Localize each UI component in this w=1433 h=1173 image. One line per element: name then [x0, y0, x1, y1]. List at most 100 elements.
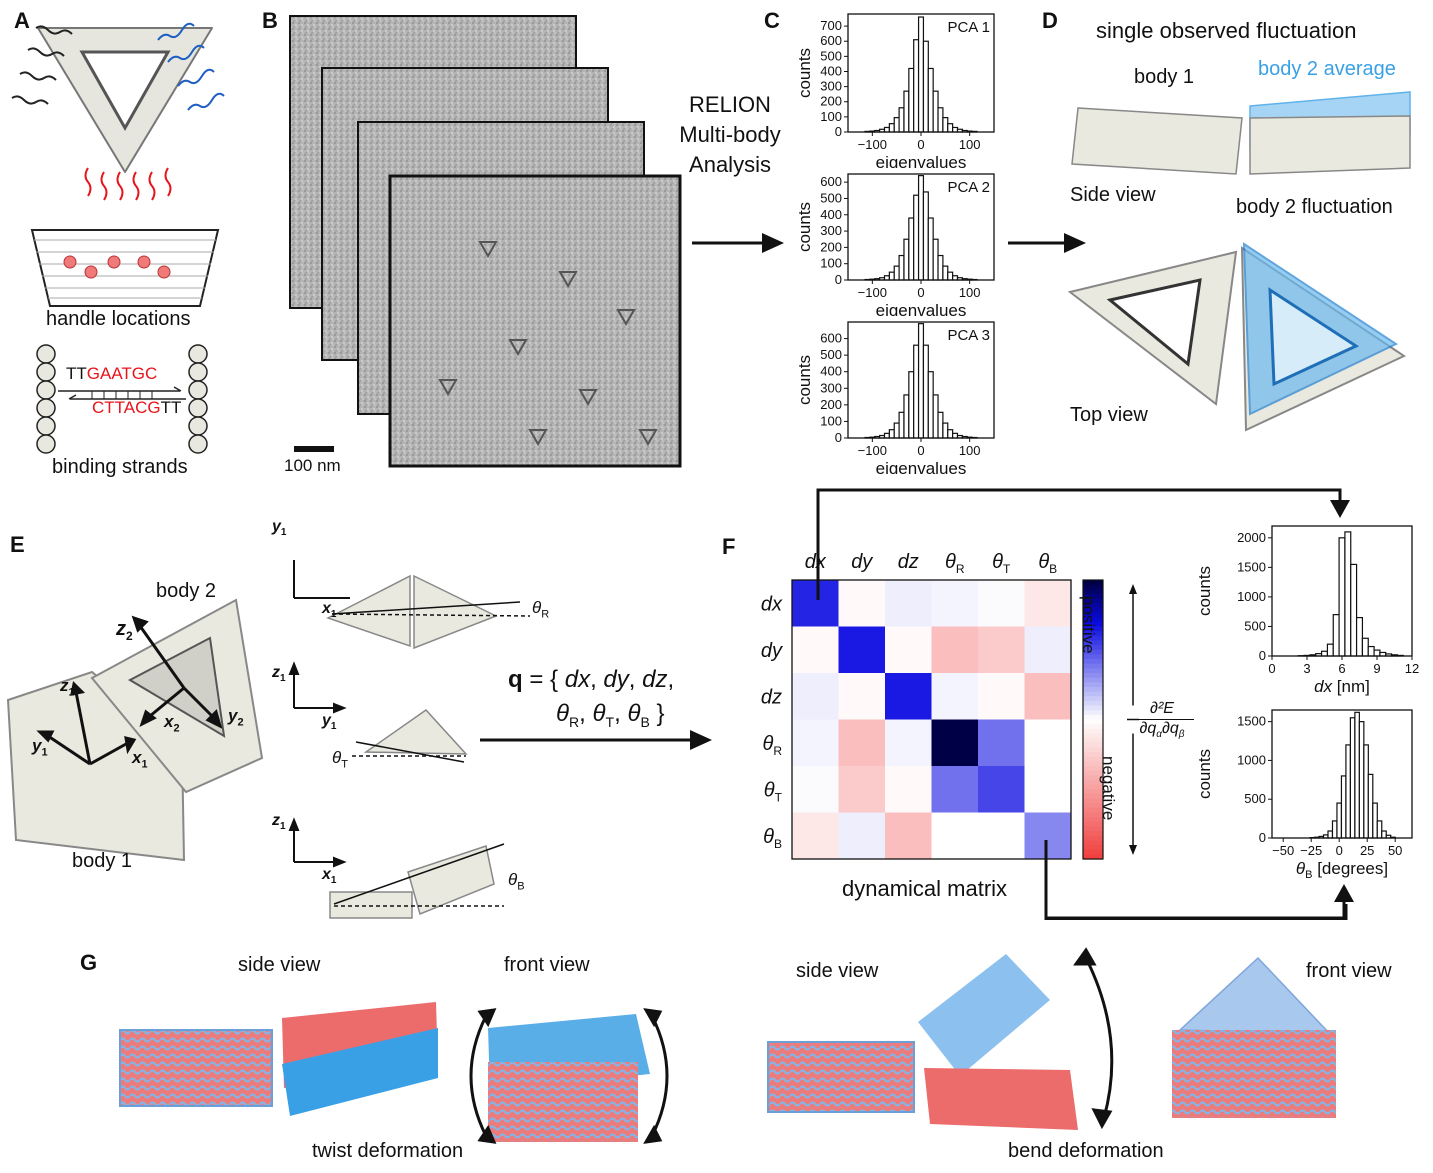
axes-zx	[288, 817, 347, 868]
e-axis-y1: y1	[32, 736, 48, 758]
g-side-view-1: side view	[238, 954, 321, 976]
g-front-view-2: front view	[1306, 960, 1392, 982]
colorbar-step	[1083, 710, 1103, 716]
q-theta-t: θ	[592, 700, 606, 727]
e-theta-r-body2	[413, 574, 498, 650]
e-axis-y2: y2	[228, 706, 244, 728]
hist-bar	[883, 432, 890, 439]
heatmap-cell	[792, 580, 839, 627]
hist-bar	[932, 238, 939, 281]
theta-r-sub: R	[541, 608, 550, 621]
strand-arrows	[58, 386, 186, 400]
hist-title: PCA 3	[947, 327, 990, 344]
small-axis-x1-a: x1	[322, 600, 336, 620]
hist-bar	[893, 422, 900, 439]
sx1a-sub: 1	[330, 609, 337, 621]
hist-bar	[908, 371, 915, 439]
q-dx: dx	[564, 666, 591, 693]
colorbar-step	[1083, 728, 1103, 735]
panel-label-d: D	[1042, 8, 1058, 33]
colorbar-step	[1083, 598, 1103, 604]
e-body2-hole	[127, 636, 226, 738]
row-label-sub: B	[774, 837, 782, 851]
colorbar-step	[1083, 631, 1103, 637]
x-tick-label: 0	[1336, 843, 1343, 858]
row-label-sub: R	[773, 744, 782, 758]
colorbar-step	[1083, 584, 1103, 590]
handle-locations-caption: handle locations	[46, 308, 191, 330]
q-theta-r-sub: R	[569, 713, 580, 730]
colorbar-step	[1083, 612, 1103, 618]
sy1a-text: y	[272, 518, 281, 535]
heatmap-cell	[1024, 626, 1072, 674]
axes-xy	[293, 560, 350, 599]
theta-t-sub: T	[341, 758, 348, 771]
relion-line1: RELION	[689, 92, 771, 117]
hist-bar	[942, 117, 949, 133]
bend-side-red	[924, 1068, 1078, 1130]
hist-bar	[888, 123, 895, 133]
x-axis-label: θB [degrees]	[1296, 859, 1388, 881]
trapezoid-lines	[34, 239, 216, 299]
x-axis-label: eigenvalues	[876, 153, 967, 168]
colorbar-step	[1083, 817, 1103, 823]
heatmap-cell	[1024, 766, 1072, 813]
heatmap-cell	[792, 812, 839, 860]
heatmap-cell	[1024, 580, 1072, 627]
colorbar-step	[1083, 803, 1103, 809]
colorbar-step	[1083, 719, 1103, 725]
q-theta-r: θ	[556, 700, 570, 727]
colorbar-step	[1083, 626, 1103, 632]
y-axis-label: counts	[1195, 749, 1214, 799]
colorbar-step	[1083, 779, 1103, 786]
y-tick-label: 400	[820, 207, 842, 222]
y-tick-label: 100	[820, 256, 842, 271]
micrograph-4	[388, 174, 682, 468]
colorbar-step	[1083, 770, 1103, 776]
row-label: θB	[763, 826, 782, 851]
bend-arrow	[1073, 947, 1114, 1130]
q-theta-b: θ	[627, 700, 641, 727]
sz1b-sub: 1	[280, 673, 286, 685]
colorbar-step	[1083, 686, 1103, 693]
y-tick-label: 600	[820, 331, 842, 346]
colorbar-step	[1083, 747, 1103, 753]
colorbar-step	[1083, 849, 1103, 855]
hist-bar	[903, 90, 910, 133]
g-front-view-1: front view	[504, 954, 590, 976]
e-label-body1: body 1	[72, 850, 133, 872]
colorbar-step	[1083, 682, 1103, 688]
origami-triangle-hole	[79, 50, 171, 132]
hist-bar	[937, 107, 944, 133]
hist-bar	[883, 126, 890, 133]
z2-sub: 2	[126, 629, 133, 643]
heatmap-cell	[931, 812, 979, 860]
colorbar-step	[1083, 798, 1103, 804]
hist-bar	[917, 175, 925, 281]
sy1b-text: y	[322, 712, 331, 729]
e-theta-b-body1	[329, 891, 413, 919]
y-tick-label: 400	[820, 63, 842, 78]
label-theta-b: θB	[508, 870, 525, 892]
strand-bottom-black: TT	[160, 398, 182, 417]
y-tick-label: 100	[820, 109, 842, 124]
connector-arrow-bottom	[1044, 840, 1354, 920]
x-tick-label: 100	[959, 137, 981, 152]
deriv-alpha: α	[1156, 729, 1162, 741]
colorbar-step	[1083, 784, 1103, 790]
x-tick-label: −100	[858, 285, 887, 300]
theta-b-text: θ	[508, 870, 518, 889]
colorbar-step	[1083, 580, 1103, 586]
scalebar	[294, 446, 334, 452]
colorbar-step	[1083, 654, 1103, 660]
plot-frame	[1271, 709, 1413, 839]
x-tick-label: 25	[1360, 843, 1374, 858]
row-label: dy	[761, 640, 783, 662]
e-axes	[36, 615, 223, 766]
small-axis-x1-c: x1	[322, 866, 336, 886]
y-axis-label: counts	[795, 48, 814, 98]
column-label: dx	[805, 551, 827, 573]
